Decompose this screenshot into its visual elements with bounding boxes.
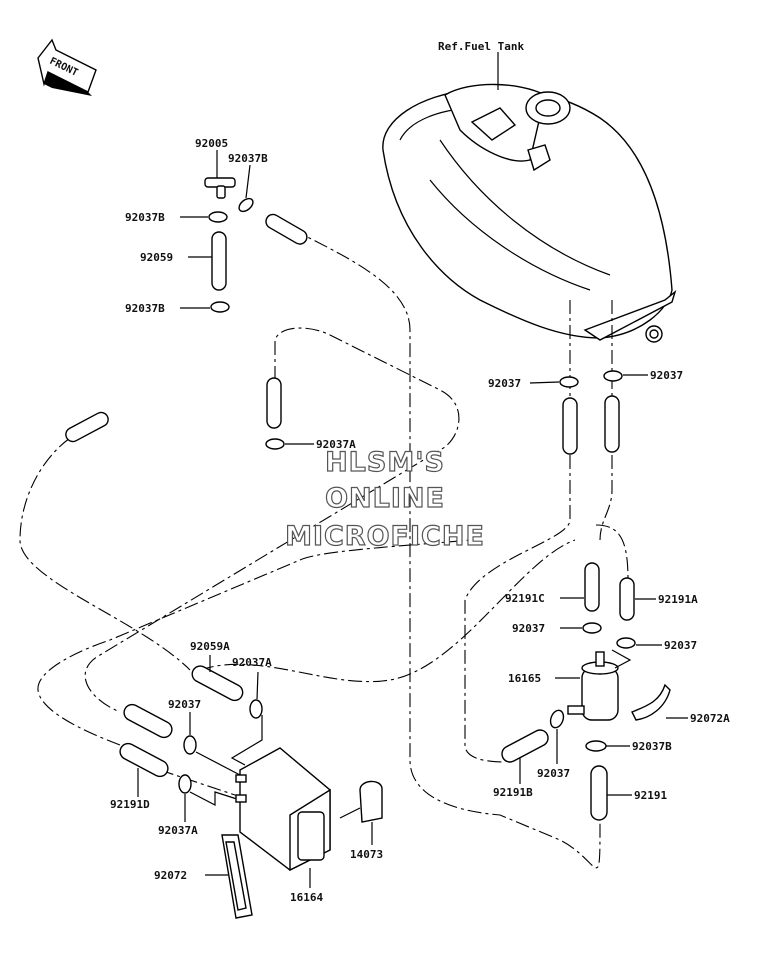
label-92037-left: 92037 bbox=[168, 698, 201, 711]
label-92191: 92191 bbox=[634, 789, 667, 802]
clamp-92037-left bbox=[559, 376, 579, 388]
ref-fuel-tank-label: Ref.Fuel Tank bbox=[438, 40, 524, 53]
fuel-tank: Ref.Fuel Tank bbox=[382, 40, 677, 343]
charcoal-canister-16164 bbox=[235, 747, 331, 872]
fuel-filter-16165 bbox=[567, 649, 632, 721]
label-92191c: 92191C bbox=[505, 592, 545, 605]
watermark-line-1: HLSM'S bbox=[325, 447, 445, 478]
label-92037a-up: 92037A bbox=[232, 656, 272, 669]
watermark-line-3: MICROFICHE bbox=[285, 521, 485, 552]
label-92191d: 92191D bbox=[110, 798, 150, 811]
label-92059a: 92059A bbox=[190, 640, 230, 653]
t-fitting-92005 bbox=[204, 165, 236, 199]
label-92037-c1: 92037 bbox=[512, 622, 545, 635]
label-92005: 92005 bbox=[195, 137, 228, 150]
hose-92191 bbox=[590, 765, 608, 821]
hose-92191c bbox=[584, 562, 600, 612]
cap-14073 bbox=[339, 780, 383, 823]
hose-92191d bbox=[119, 742, 169, 778]
clamp-92037b-low bbox=[585, 740, 607, 752]
canister-lines bbox=[189, 715, 263, 806]
hose-mid-vertical bbox=[266, 377, 282, 429]
clamp-92037-low bbox=[549, 709, 565, 729]
hose-92059-upper bbox=[265, 213, 308, 245]
hose-left-short bbox=[65, 411, 109, 443]
clamp-92037-filter-right bbox=[616, 637, 636, 649]
label-92072a: 92072A bbox=[690, 712, 730, 725]
hose-92059 bbox=[211, 231, 227, 291]
leader-lines bbox=[137, 150, 688, 888]
bracket-92072a bbox=[631, 683, 671, 721]
clamp-92037-right bbox=[603, 370, 623, 382]
label-92037b-left1: 92037B bbox=[125, 211, 165, 224]
clamp-92037-canister bbox=[183, 735, 197, 755]
clamp-92037a-upper bbox=[249, 699, 263, 719]
label-92191b: 92191B bbox=[493, 786, 533, 799]
label-92059: 92059 bbox=[140, 251, 173, 264]
clamp-92037a-mid bbox=[265, 438, 285, 450]
hose-under-tank-right bbox=[604, 395, 620, 453]
band-92072 bbox=[221, 834, 253, 919]
hose-lower-a bbox=[123, 703, 173, 739]
label-92037b-low: 92037B bbox=[632, 740, 672, 753]
clamps-left bbox=[208, 197, 254, 313]
hose-92059a bbox=[191, 665, 244, 702]
label-92037b-left2: 92037B bbox=[125, 302, 165, 315]
label-14073: 14073 bbox=[350, 848, 383, 861]
label-92191a: 92191A bbox=[658, 593, 698, 606]
watermark-line-2: ONLINE bbox=[325, 483, 445, 514]
hose-92191a bbox=[619, 577, 635, 621]
hose-under-tank-left bbox=[562, 397, 578, 455]
label-92037-c2: 92037 bbox=[664, 639, 697, 652]
label-16165: 16165 bbox=[508, 672, 541, 685]
label-92037a-low: 92037A bbox=[158, 824, 198, 837]
label-92072: 92072 bbox=[154, 869, 187, 882]
front-arrow-icon: FRONT bbox=[37, 38, 97, 96]
clamp-92037a-lower bbox=[178, 774, 192, 794]
label-92037a-mid: 92037A bbox=[316, 438, 356, 451]
label-92037-r: 92037 bbox=[650, 369, 683, 382]
label-92037-low: 92037 bbox=[537, 767, 570, 780]
hose-92191b bbox=[501, 729, 549, 763]
clamp-92037-center bbox=[582, 622, 602, 634]
label-16164: 16164 bbox=[290, 891, 323, 904]
label-92037-l: 92037 bbox=[488, 377, 521, 390]
label-92037b-top: 92037B bbox=[228, 152, 268, 165]
